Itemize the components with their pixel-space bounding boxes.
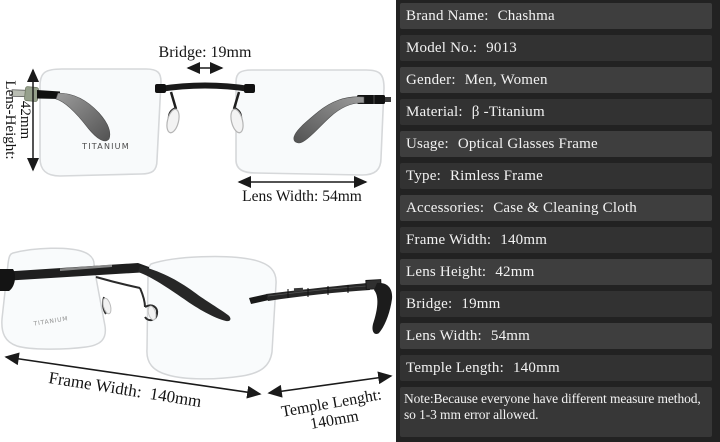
spec-value: 140mm <box>500 231 548 248</box>
spec-label: Usage: <box>406 135 449 152</box>
spec-label: Type: <box>406 167 441 184</box>
spec-value: Rimless Frame <box>449 167 543 184</box>
spec-value: Optical Glasses Frame <box>457 135 598 152</box>
spec-row-usage: Usage: Optical Glasses Frame <box>400 131 712 157</box>
spec-label: Frame Width: <box>406 231 492 248</box>
spec-value: 42mm <box>495 263 535 280</box>
side-right-lens <box>146 255 277 380</box>
spec-label: Brand Name: <box>406 7 489 24</box>
spec-row-bridge: Bridge: 19mm <box>400 291 712 317</box>
frame-width-arrow <box>4 352 262 399</box>
spec-row-brand: Brand Name: Chashma <box>400 3 712 29</box>
right-temple-folded <box>293 96 365 144</box>
spec-value: 9013 <box>486 39 517 56</box>
right-nose-pad <box>230 108 244 134</box>
spec-label: Temple Length: <box>406 359 504 376</box>
side-front-bar <box>0 263 149 281</box>
glasses-front-view <box>11 62 391 188</box>
spec-row-material: Material: β -Titanium <box>400 99 712 125</box>
left-temple-folded <box>55 92 111 142</box>
side-left-lens <box>1 247 107 350</box>
spec-value: Case & Cleaning Cloth <box>493 199 637 216</box>
spec-row-lens-height: Lens Height: 42mm <box>400 259 712 285</box>
spec-label: Lens Width: <box>406 327 482 344</box>
temple-length-arrow <box>267 371 393 398</box>
spec-row-temple-length: Temple Length: 140mm <box>400 355 712 381</box>
spec-row-accessories: Accessories: Case & Cleaning Cloth <box>400 195 712 221</box>
spec-value: β -Titanium <box>471 103 545 120</box>
spec-value: 140mm <box>512 359 560 376</box>
bridge-bar <box>160 82 250 92</box>
spec-label: Material: <box>406 103 463 120</box>
lens-width-dimension-label: Lens Width: 54mm <box>242 188 362 205</box>
measurement-note: Note:Because everyone have different mea… <box>400 387 712 437</box>
spec-value: Chashma <box>497 7 555 24</box>
spec-value: Men, Women <box>464 71 548 88</box>
spec-value: 19mm <box>461 295 501 312</box>
spec-row-frame-width: Frame Width: 140mm <box>400 227 712 253</box>
spec-value: 54mm <box>490 327 531 344</box>
lens-height-value: 42mm <box>17 100 33 140</box>
lens-height-label: Lens-Height: <box>2 80 18 160</box>
spec-label: Model No.: <box>406 39 478 56</box>
spec-label: Lens Height: <box>406 263 487 280</box>
lens-engraving-front: TITANIUM <box>82 142 130 151</box>
spec-row-lens-width: Lens Width: 54mm <box>400 323 712 349</box>
glasses-side-view <box>0 247 393 399</box>
spec-row-type: Type: Rimless Frame <box>400 163 712 189</box>
glasses-artwork <box>0 62 393 399</box>
spec-row-model: Model No.: 9013 <box>400 35 712 61</box>
spec-panel: Brand Name: Chashma Model No.: 9013 Gend… <box>396 0 720 442</box>
note-line-1: Note:Because everyone have different mea… <box>404 391 701 406</box>
spec-row-gender: Gender: Men, Women <box>400 67 712 93</box>
lens-height-dimension-label: 42mm Lens-Height: <box>2 68 33 172</box>
side-temple-ear-hook <box>372 282 393 334</box>
spec-label: Accessories: <box>406 199 485 216</box>
side-right-temple <box>266 283 370 301</box>
note-line-2: so 1-3 mm error allowed. <box>404 407 539 423</box>
side-left-temple-tip <box>138 266 231 322</box>
spec-label: Bridge: <box>406 295 453 312</box>
bridge-dimension-label: Bridge: 19mm <box>158 44 252 61</box>
left-nose-pad <box>166 108 180 134</box>
spec-label: Gender: <box>406 71 456 88</box>
product-illustration-pane: Bridge: 19mm 42mm Lens-Height: Lens Widt… <box>0 44 393 434</box>
